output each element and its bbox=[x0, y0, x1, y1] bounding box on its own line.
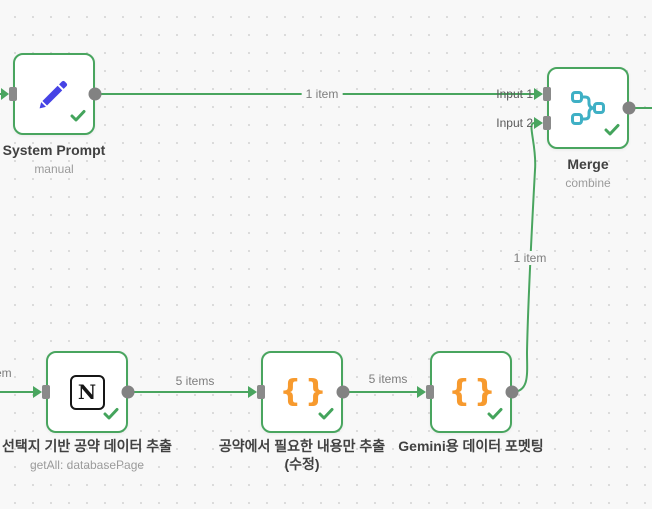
node-label-merge: Merge combine bbox=[468, 155, 652, 190]
merge-input-2-label: Input 2 bbox=[496, 116, 533, 130]
node-code-gemini-format[interactable]: {} bbox=[430, 351, 512, 433]
node-label-code-gemini-format: Gemini용 데이터 포멧팅 bbox=[351, 437, 591, 455]
edge-label-1-item-vertical: 1 item bbox=[509, 251, 551, 265]
node-label-code-extract: 공약에서 필요한 내용만 추출 (수정) bbox=[202, 437, 402, 473]
merge-input-1-label: Input 1 bbox=[496, 87, 533, 101]
node-title: System Prompt bbox=[2, 142, 106, 158]
edge-label-5-items-b: 5 items bbox=[364, 372, 412, 386]
edge-label-truncated: em bbox=[0, 366, 12, 380]
node-merge[interactable] bbox=[547, 67, 629, 149]
node-label-system-prompt: System Prompt manual bbox=[0, 141, 174, 176]
node-subtitle: getAll: databasePage bbox=[29, 458, 145, 473]
success-check-icon bbox=[604, 123, 620, 141]
node-title: Merge bbox=[567, 156, 609, 172]
success-check-icon bbox=[103, 407, 119, 425]
curly-braces-icon: {} bbox=[279, 374, 331, 409]
node-notion[interactable]: N bbox=[46, 351, 128, 433]
success-check-icon bbox=[70, 109, 86, 127]
edge-arrow-icon bbox=[1, 88, 9, 100]
edge-arrow-icon bbox=[417, 386, 426, 398]
success-check-icon bbox=[487, 407, 503, 425]
curly-braces-icon: {} bbox=[448, 374, 500, 409]
edge-arrow-icon bbox=[534, 117, 543, 129]
edge-arrow-icon bbox=[248, 386, 257, 398]
edge-arrow-icon bbox=[534, 88, 543, 100]
node-title: 공약에서 필요한 내용만 추출 (수정) bbox=[218, 438, 386, 473]
node-subtitle: manual bbox=[34, 162, 74, 177]
notion-icon: N bbox=[48, 353, 126, 431]
node-title: 선택지 기반 공약 데이터 추출 bbox=[1, 438, 173, 454]
node-label-notion: 선택지 기반 공약 데이터 추출 getAll: databasePage bbox=[0, 437, 207, 472]
node-code-extract[interactable]: {} bbox=[261, 351, 343, 433]
edge-label-5-items-a: 5 items bbox=[171, 374, 219, 388]
node-title: Gemini용 데이터 포멧팅 bbox=[398, 438, 544, 454]
edge-arrow-icon bbox=[33, 386, 42, 398]
node-system-prompt[interactable] bbox=[13, 53, 95, 135]
edge-label-1-item-top: 1 item bbox=[301, 87, 343, 101]
merge-icon bbox=[549, 69, 627, 147]
pencil-icon bbox=[15, 55, 93, 133]
node-subtitle: combine bbox=[565, 176, 611, 191]
success-check-icon bbox=[318, 407, 334, 425]
